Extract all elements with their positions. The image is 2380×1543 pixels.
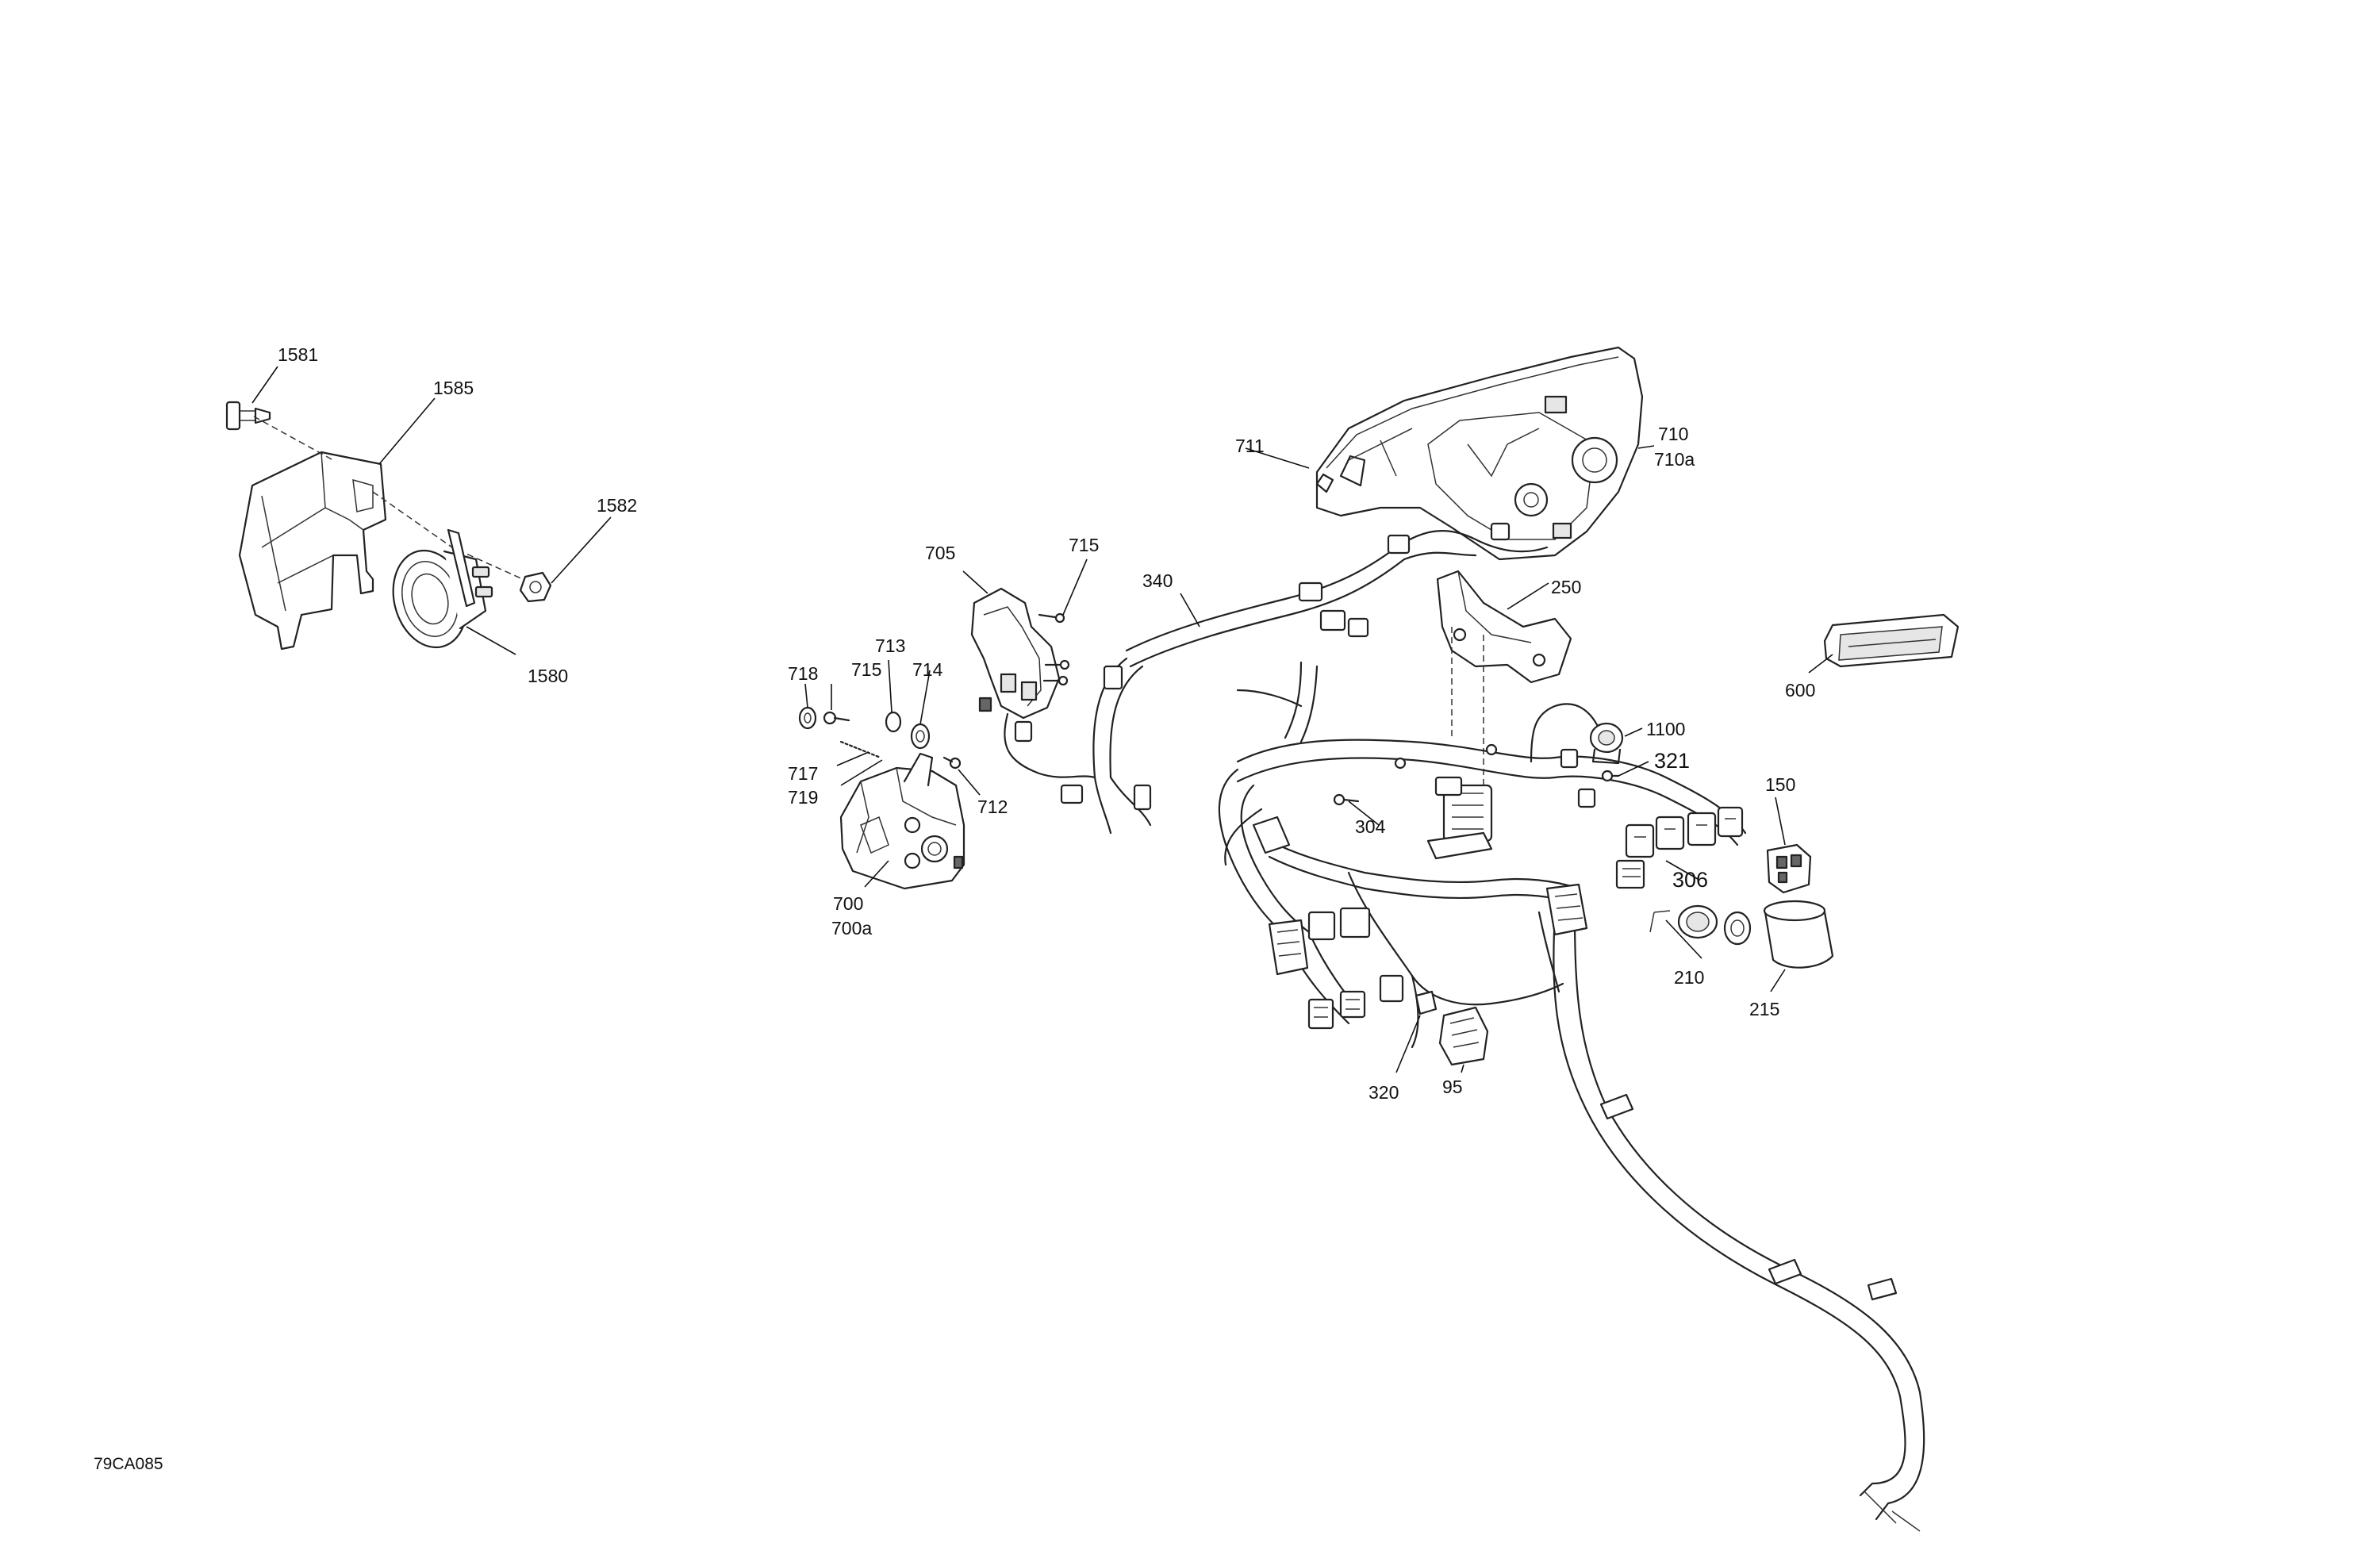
bracket-axis	[1451, 627, 1484, 785]
callout-713: 713	[875, 635, 905, 656]
callout-320: 320	[1368, 1082, 1399, 1103]
callout-1581: 1581	[278, 344, 318, 365]
callout-715-upper: 715	[1069, 535, 1099, 555]
callout-700: 700	[833, 893, 863, 914]
headlight-bracket-705	[970, 587, 1061, 720]
bolt-1581	[225, 401, 271, 431]
callout-1100: 1100	[1646, 719, 1685, 739]
screws-715-upper	[1038, 612, 1070, 686]
diagram-reference-code: 79CA085	[94, 1455, 163, 1473]
display-600	[1823, 613, 1960, 668]
callout-215: 215	[1749, 999, 1779, 1019]
leader-lines	[251, 366, 1833, 1073]
callout-1585: 1585	[433, 378, 474, 398]
callout-150: 150	[1765, 774, 1795, 795]
headlight-hardware	[798, 706, 962, 770]
callout-717: 717	[788, 763, 818, 784]
socket-210	[1649, 904, 1752, 946]
callout-718: 718	[788, 663, 818, 684]
callout-304: 304	[1355, 816, 1386, 837]
callout-711: 711	[1235, 436, 1265, 456]
wiring-harness-340	[1004, 522, 1925, 1532]
callout-710a: 710a	[1654, 449, 1695, 470]
callout-600: 600	[1785, 680, 1815, 700]
headlight-700	[839, 752, 965, 890]
callout-714: 714	[912, 659, 943, 680]
cap-215	[1763, 900, 1834, 969]
horn	[392, 528, 493, 649]
callout-306: 306	[1672, 868, 1708, 892]
callout-710: 710	[1658, 424, 1688, 444]
callout-321: 321	[1654, 749, 1690, 773]
headlight-710	[1315, 346, 1644, 561]
callout-340: 340	[1142, 570, 1173, 591]
component-95	[1438, 1006, 1489, 1066]
horn-bracket	[238, 451, 387, 651]
relay-1100	[1589, 722, 1624, 765]
callout-250: 250	[1551, 577, 1581, 597]
callout-1582: 1582	[597, 495, 637, 516]
callout-712: 712	[977, 796, 1008, 817]
fastener-321	[1601, 770, 1620, 782]
callout-210: 210	[1674, 967, 1704, 988]
callout-705: 705	[925, 543, 955, 563]
callout-1580: 1580	[528, 666, 568, 686]
switch-150	[1766, 843, 1812, 894]
callout-719: 719	[788, 787, 818, 808]
callout-labels: 1581 1585 1582 1580 705 715 340 711 710 …	[278, 344, 1815, 1103]
connector-320	[1415, 990, 1438, 1015]
nut-1582	[519, 571, 552, 603]
callout-700a: 700a	[831, 918, 872, 938]
callout-95: 95	[1442, 1077, 1463, 1097]
callout-715-lower: 715	[851, 659, 881, 680]
